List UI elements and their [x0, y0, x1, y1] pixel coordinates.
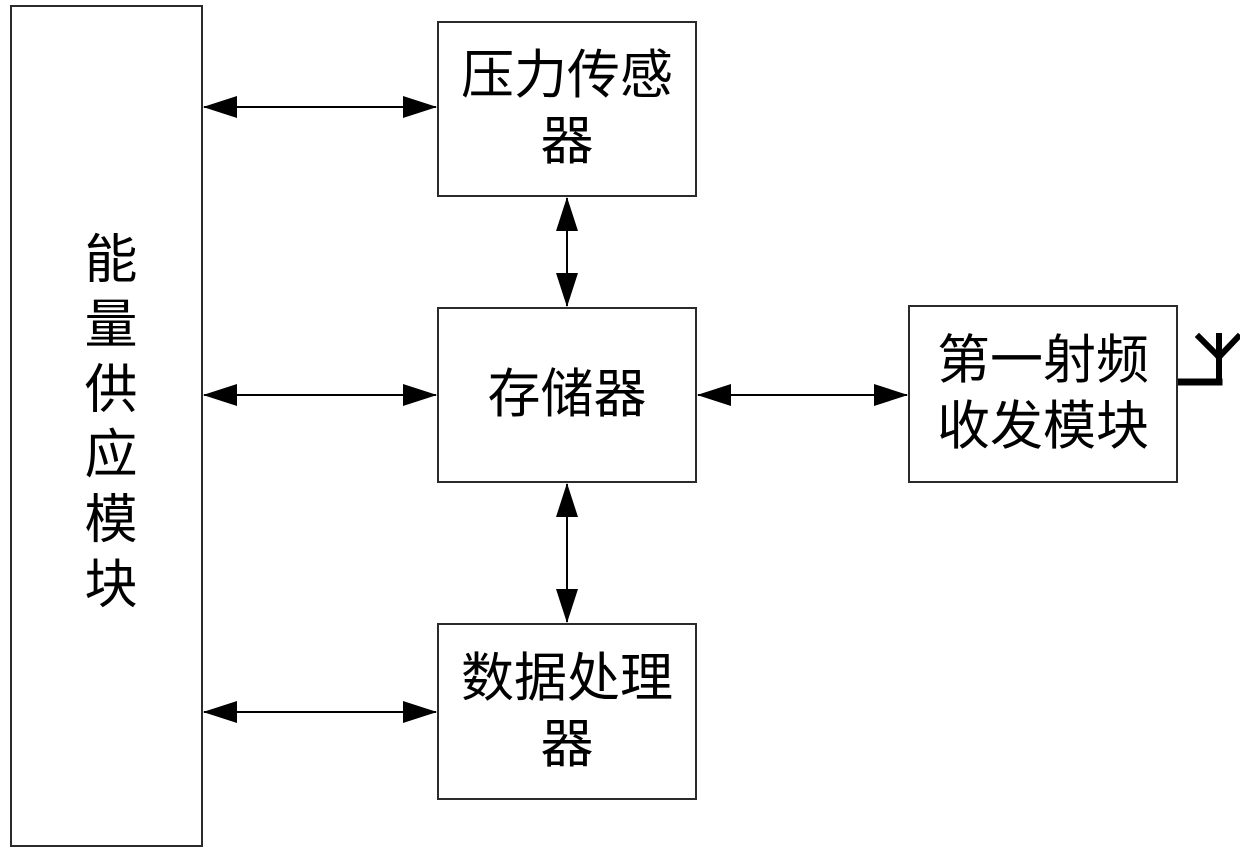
node-pressure-sensor-label-line2: 器	[540, 111, 594, 172]
node-memory-label: 存储器	[487, 364, 647, 425]
node-data-processor: 数据处理 器	[437, 623, 697, 800]
node-first-rf-transceiver-module: 第一射频 收发模块	[908, 305, 1178, 483]
node-rf-module-label-line1: 第一射频	[937, 330, 1149, 391]
node-energy-supply-label: 能量供应模块	[76, 231, 137, 621]
node-pressure-sensor-label-line1: 压力传感	[461, 45, 673, 106]
node-rf-module-label-line2: 收发模块	[937, 396, 1149, 457]
node-pressure-sensor: 压力传感 器	[437, 21, 697, 197]
node-energy-supply-module: 能量供应模块	[10, 5, 203, 847]
node-data-processor-label-line1: 数据处理	[461, 647, 673, 709]
node-memory: 存储器	[437, 307, 697, 483]
node-data-processor-label-line2: 器	[540, 713, 594, 775]
antenna-icon	[1176, 332, 1240, 386]
